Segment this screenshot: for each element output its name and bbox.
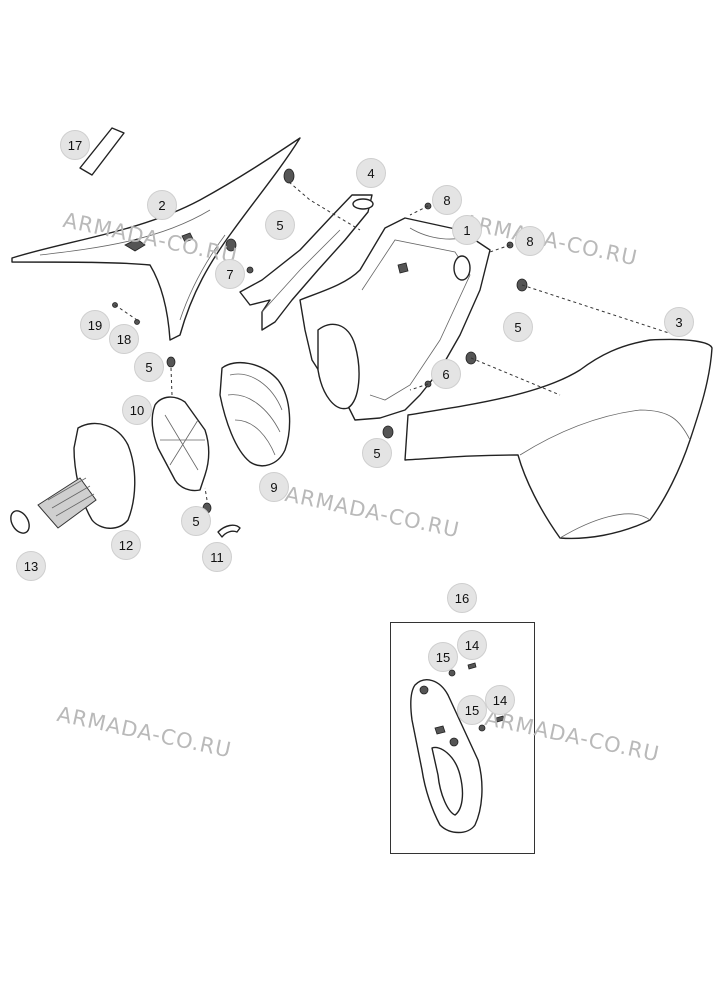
callout-2[interactable]: 2 [147,190,177,220]
callout-15[interactable]: 15 [457,695,487,725]
callout-15[interactable]: 15 [428,642,458,672]
part-10-filter-cage [151,396,210,492]
callout-18[interactable]: 18 [109,324,139,354]
callout-5[interactable]: 5 [134,352,164,382]
callout-11[interactable]: 11 [202,542,232,572]
part-17-sticker [79,127,125,176]
callout-8[interactable]: 8 [515,226,545,256]
callout-16[interactable]: 16 [447,583,477,613]
kit-16-box [390,622,535,854]
callout-5[interactable]: 5 [362,438,392,468]
part-7-screw [246,266,254,274]
callout-14[interactable]: 14 [485,685,515,715]
callout-5[interactable]: 5 [503,312,533,342]
callout-5[interactable]: 5 [181,506,211,536]
part-5-grommet [283,168,295,184]
callout-7[interactable]: 7 [215,259,245,289]
part-4-bracket [239,194,373,331]
callout-19[interactable]: 19 [80,310,110,340]
callout-12[interactable]: 12 [111,530,141,560]
part-11-clip [217,524,241,538]
callout-3[interactable]: 3 [664,307,694,337]
part-13-clamp [10,510,30,534]
part-9-filter [219,361,291,467]
callout-10[interactable]: 10 [122,395,152,425]
part-15-nut [448,669,456,677]
callout-5[interactable]: 5 [265,210,295,240]
callout-6[interactable]: 6 [431,359,461,389]
callout-1[interactable]: 1 [452,215,482,245]
part-14-bolt [467,662,477,670]
callout-13[interactable]: 13 [16,551,46,581]
callout-14[interactable]: 14 [457,630,487,660]
callout-8[interactable]: 8 [432,185,462,215]
callout-4[interactable]: 4 [356,158,386,188]
callout-9[interactable]: 9 [259,472,289,502]
part-12-boot [73,422,136,529]
callout-17[interactable]: 17 [60,130,90,160]
